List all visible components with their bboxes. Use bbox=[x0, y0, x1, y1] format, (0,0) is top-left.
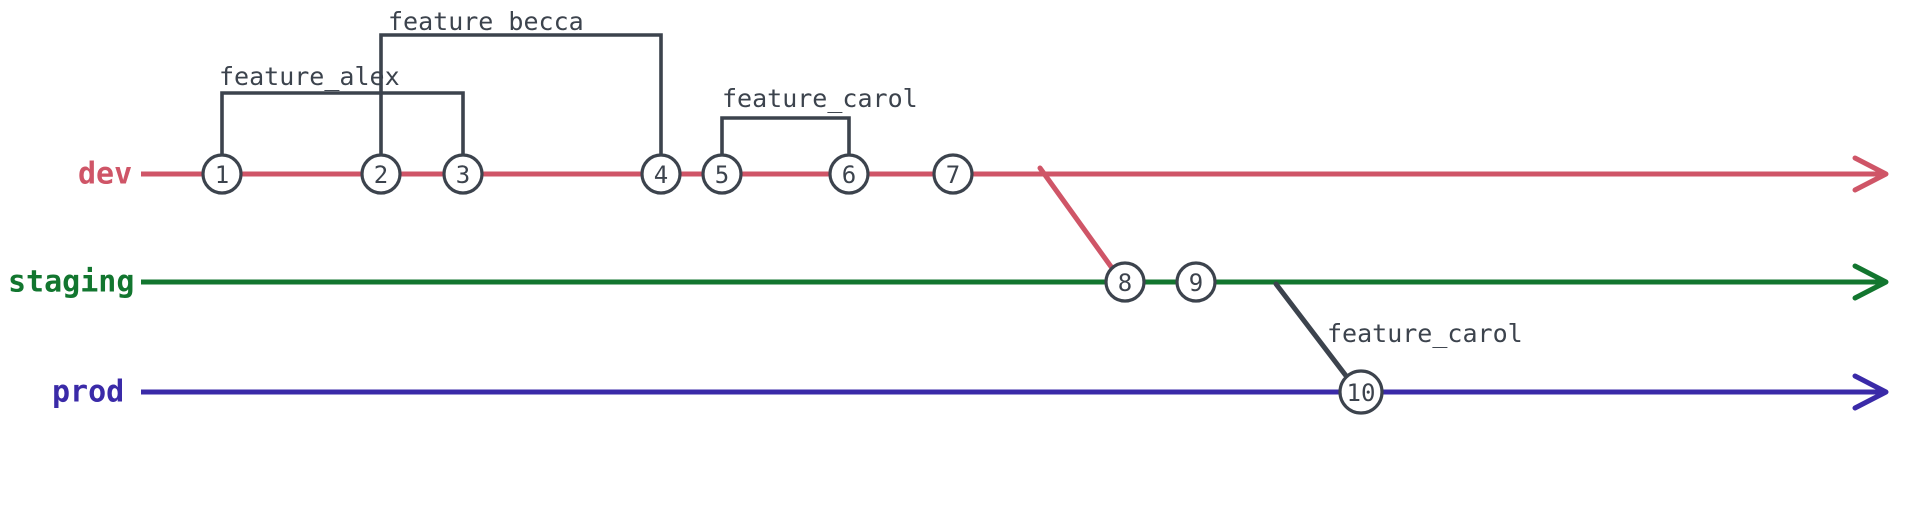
commit-number-6: 6 bbox=[842, 161, 856, 189]
branch-lines-group bbox=[141, 171, 1882, 395]
bracket-feature-alex bbox=[220, 91, 465, 157]
feature-label-carol-dev: feature_carol bbox=[722, 84, 918, 113]
commit-circle-4[interactable] bbox=[640, 153, 682, 195]
commit-circle-1[interactable] bbox=[201, 153, 243, 195]
commit-node-10[interactable]: 10 bbox=[1338, 369, 1384, 415]
feature-label-alex: feature_alex bbox=[219, 62, 400, 91]
branch-label-dev: dev bbox=[78, 157, 132, 192]
commit-node-5[interactable]: 5 bbox=[701, 153, 743, 195]
commit-node-3[interactable]: 3 bbox=[442, 153, 484, 195]
commit-circle-9[interactable] bbox=[1175, 261, 1217, 303]
commit-node-8[interactable]: 8 bbox=[1104, 261, 1146, 303]
merge-line-dev-to-staging bbox=[1037, 165, 1115, 271]
prod-arrow-icon bbox=[1852, 373, 1889, 411]
bracket-feature-carol bbox=[720, 116, 851, 157]
commit-node-6[interactable]: 6 bbox=[828, 153, 870, 195]
commit-circle-10[interactable] bbox=[1338, 369, 1384, 415]
commit-number-1: 1 bbox=[215, 161, 229, 189]
branch-arrowheads-group bbox=[1852, 155, 1889, 411]
staging-arrow-icon bbox=[1852, 263, 1889, 301]
commit-number-4: 4 bbox=[654, 161, 668, 189]
commit-number-10: 10 bbox=[1347, 379, 1376, 407]
merge-lines-group: feature_carol bbox=[1037, 165, 1523, 384]
commit-number-8: 8 bbox=[1118, 269, 1132, 297]
commit-number-7: 7 bbox=[946, 161, 960, 189]
merge-line-staging-to-prod bbox=[1273, 281, 1353, 384]
commit-nodes-group: 1 2 3 4 5 6 7 bbox=[201, 153, 1384, 415]
commit-number-3: 3 bbox=[456, 161, 470, 189]
feature-brackets-group: feature_alex feature_becca feature_carol bbox=[219, 7, 918, 157]
commit-circle-6[interactable] bbox=[828, 153, 870, 195]
commit-circle-7[interactable] bbox=[932, 153, 974, 195]
commit-node-2[interactable]: 2 bbox=[360, 153, 402, 195]
commit-node-7[interactable]: 7 bbox=[932, 153, 974, 195]
commit-circle-2[interactable] bbox=[360, 153, 402, 195]
feature-label-carol-prod: feature_carol bbox=[1327, 319, 1523, 348]
commit-number-5: 5 bbox=[715, 161, 729, 189]
commit-number-2: 2 bbox=[374, 161, 388, 189]
commit-number-9: 9 bbox=[1189, 269, 1203, 297]
commit-circle-5[interactable] bbox=[701, 153, 743, 195]
commit-node-4[interactable]: 4 bbox=[640, 153, 682, 195]
bracket-feature-becca bbox=[379, 33, 663, 157]
commit-node-9[interactable]: 9 bbox=[1175, 261, 1217, 303]
branch-labels-group: dev staging prod bbox=[8, 157, 134, 410]
branch-label-staging: staging bbox=[8, 265, 134, 300]
branch-label-prod: prod bbox=[52, 375, 124, 410]
commit-circle-3[interactable] bbox=[442, 153, 484, 195]
commit-node-1[interactable]: 1 bbox=[201, 153, 243, 195]
dev-arrow-icon bbox=[1852, 155, 1889, 193]
feature-label-becca: feature_becca bbox=[388, 7, 584, 36]
commit-circle-8[interactable] bbox=[1104, 261, 1146, 303]
